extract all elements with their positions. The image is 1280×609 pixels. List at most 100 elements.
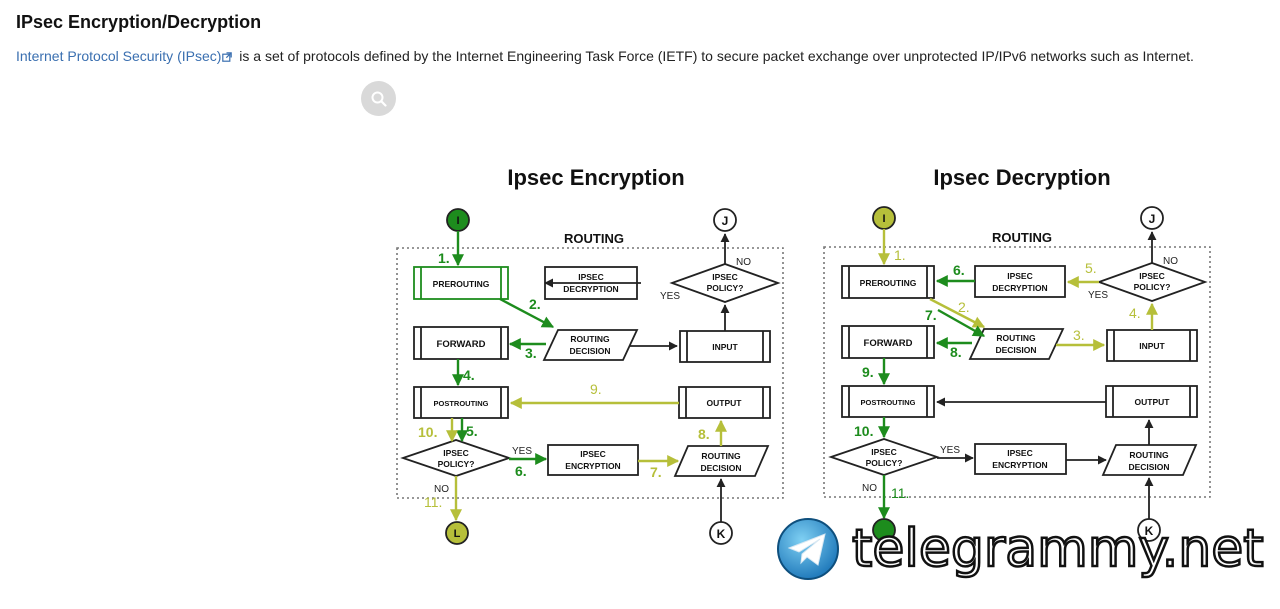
step-7: 7. xyxy=(650,464,662,480)
output-label: OUTPUT xyxy=(1135,397,1171,407)
routing-decision-bottom-label-2: DECISION xyxy=(1128,462,1169,472)
node-l xyxy=(445,521,469,545)
routing-decision-label-2: DECISION xyxy=(995,345,1036,355)
step-2: 2. xyxy=(958,299,970,315)
ipsec-policy-top-label-1: IPSEC xyxy=(1139,271,1165,281)
routing-decision-label-1: ROUTING xyxy=(996,333,1036,343)
input-box xyxy=(1106,329,1198,362)
step-6: 6. xyxy=(515,463,527,479)
node-l-label: L xyxy=(454,528,461,540)
ipsec-link[interactable]: Internet Protocol Security (IPsec) xyxy=(16,48,222,64)
routing-decision-bottom-box xyxy=(673,445,770,477)
forward-box xyxy=(413,326,509,360)
forward-label: FORWARD xyxy=(864,338,913,349)
decryption-arrows xyxy=(878,229,1158,520)
routing-label: ROUTING xyxy=(992,230,1052,245)
node-l xyxy=(872,518,896,542)
step-1: 1. xyxy=(894,247,906,263)
decryption-title: Ipsec Decryption xyxy=(933,165,1110,190)
routing-decision-bottom-label-1: ROUTING xyxy=(1129,450,1169,460)
label-yes-top: YES xyxy=(660,291,680,302)
ipsec-decryption-label-1: IPSEC xyxy=(1007,271,1033,281)
telegram-logo-icon xyxy=(777,518,839,580)
node-j-label: J xyxy=(722,214,729,228)
ipsec-policy-top-diamond xyxy=(669,263,781,303)
step-10: 10. xyxy=(854,423,873,439)
ipsec-decryption-label-1: IPSEC xyxy=(578,272,604,282)
label-no-bottom: NO xyxy=(434,484,449,495)
input-label: INPUT xyxy=(1139,341,1165,351)
step-8: 8. xyxy=(950,344,962,360)
prerouting-label: PREROUTING xyxy=(860,278,917,288)
output-box xyxy=(1105,385,1198,418)
intro-paragraph: Internet Protocol Security (IPsec) is a … xyxy=(16,48,1194,64)
label-no-top: NO xyxy=(1163,256,1178,267)
label-no-bottom: NO xyxy=(862,483,877,494)
node-j xyxy=(713,208,737,232)
step-2: 2. xyxy=(529,296,541,312)
encryption-diagram: Ipsec Encryption ROUTING I J L K PREROUT… xyxy=(396,165,784,545)
output-label: OUTPUT xyxy=(707,398,743,408)
step-7: 7. xyxy=(925,307,937,323)
step-5: 5. xyxy=(466,423,478,439)
step-4: 4. xyxy=(463,367,475,383)
intro-text: is a set of protocols defined by the Int… xyxy=(235,48,1194,64)
node-k-label: K xyxy=(1145,524,1154,538)
step-6: 6. xyxy=(953,262,965,278)
routing-decision-bottom-box xyxy=(1101,444,1198,476)
routing-frame xyxy=(823,246,1211,498)
step-3: 3. xyxy=(525,345,537,361)
ipsec-encryption-label-2: ENCRYPTION xyxy=(565,461,620,471)
routing-label: ROUTING xyxy=(564,231,624,246)
ipsec-encryption-label-2: ENCRYPTION xyxy=(992,460,1047,470)
ipsec-policy-top-diamond xyxy=(1096,262,1208,302)
routing-decision-label-2: DECISION xyxy=(569,346,610,356)
step-1: 1. xyxy=(438,250,450,266)
routing-decision-box xyxy=(542,329,639,361)
ipsec-policy-bottom-label-2: POLICY? xyxy=(866,458,903,468)
ipsec-encryption-box xyxy=(974,443,1067,475)
postrouting-box xyxy=(841,385,935,418)
decryption-diagram: Ipsec Decryption ROUTING I J PREROUTING … xyxy=(823,165,1211,542)
step-11: 11. xyxy=(891,485,909,501)
ipsec-encryption-label-1: IPSEC xyxy=(580,449,606,459)
node-i-label: I xyxy=(882,213,885,225)
step-5: 5. xyxy=(1085,260,1097,276)
forward-box xyxy=(841,325,935,359)
routing-decision-bottom-label-1: ROUTING xyxy=(701,451,741,461)
label-yes-bottom: YES xyxy=(940,445,960,456)
prerouting-label: PREROUTING xyxy=(433,279,490,289)
ipsec-policy-bottom-label-1: IPSEC xyxy=(871,447,897,457)
external-link-icon xyxy=(222,52,233,62)
forward-label: FORWARD xyxy=(437,339,486,350)
step-9: 9. xyxy=(590,381,602,397)
label-yes-bottom: YES xyxy=(512,446,532,457)
prerouting-box xyxy=(413,266,509,300)
node-k xyxy=(1137,518,1161,542)
node-j xyxy=(1140,206,1164,230)
section-title: IPsec Encryption/Decryption xyxy=(16,12,262,32)
routing-frame xyxy=(396,247,784,499)
ipsec-policy-bottom-diamond xyxy=(828,438,940,476)
encryption-title: Ipsec Encryption xyxy=(507,165,684,190)
prerouting-box xyxy=(841,265,935,299)
output-box xyxy=(678,386,771,419)
ipsec-decryption-label-2: DECRYPTION xyxy=(992,283,1047,293)
ipsec-policy-top-label-2: POLICY? xyxy=(1134,282,1171,292)
ipsec-policy-top-label-2: POLICY? xyxy=(707,283,744,293)
ipsec-decryption-label-2: DECRYPTION xyxy=(563,284,618,294)
step-11: 11. xyxy=(424,494,442,510)
watermark-text: telegrammy.net xyxy=(851,518,1265,581)
ipsec-encryption-label-1: IPSEC xyxy=(1007,448,1033,458)
routing-decision-label-1: ROUTING xyxy=(570,334,610,344)
ipsec-policy-bottom-label-2: POLICY? xyxy=(438,459,475,469)
step-10: 10. xyxy=(418,424,437,440)
node-j-label: J xyxy=(1149,212,1156,226)
routing-decision-box xyxy=(968,328,1065,360)
step-8: 8. xyxy=(698,426,710,442)
zoom-button[interactable] xyxy=(361,81,396,116)
label-no-top: NO xyxy=(736,257,751,268)
step-3: 3. xyxy=(1073,327,1085,343)
ipsec-policy-bottom-label-1: IPSEC xyxy=(443,448,469,458)
